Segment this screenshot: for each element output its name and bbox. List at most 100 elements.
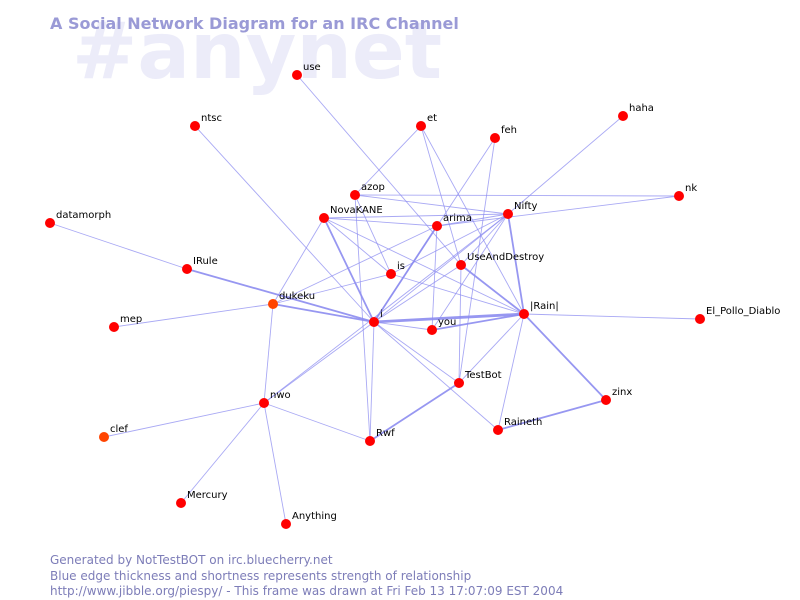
edge-datamorph-irule: [49, 222, 188, 270]
edge-testbot-rwf: [369, 382, 460, 442]
edge-zinx-raineth: [497, 399, 607, 431]
node-label-zinx: zinx: [612, 387, 632, 398]
node-label-mercury: Mercury: [187, 490, 228, 501]
edge-novakane-arima: [323, 217, 438, 227]
node-dot-use: [292, 70, 302, 80]
node-label-anything: Anything: [292, 511, 337, 522]
node-et: et: [416, 113, 437, 131]
node-dot-nwo: [259, 398, 269, 408]
node-i: i: [369, 309, 383, 327]
node-label-nifty: Nifty: [514, 201, 538, 212]
edge-you-rain: [431, 313, 525, 331]
node-dot-dukeku: [268, 299, 278, 309]
channel-watermark: #anynet: [72, 7, 442, 97]
node-dukeku: dukeku: [268, 291, 315, 309]
diagram-title: A Social Network Diagram for an IRC Chan…: [50, 14, 459, 33]
edge-arima-i: [373, 225, 438, 323]
node-dot-is: [386, 269, 396, 279]
edge-novakane-dukeku: [272, 217, 325, 305]
node-label-arima: arima: [443, 213, 472, 224]
edge-i-rwf: [369, 321, 375, 442]
node-dot-nk: [674, 191, 684, 201]
node-ntsc: ntsc: [190, 113, 222, 131]
node-dot-et: [416, 121, 426, 131]
node-dot-haha: [618, 111, 628, 121]
node-label-you: you: [438, 317, 456, 328]
node-is: is: [386, 261, 405, 279]
node-label-rain: |Rain|: [530, 301, 559, 312]
node-label-datamorph: datamorph: [56, 210, 111, 221]
node-datamorph: datamorph: [45, 210, 111, 228]
edge-novakane-nifty: [323, 213, 509, 219]
node-dot-nifty: [503, 209, 513, 219]
node-useanddestroy: UseAndDestroy: [456, 252, 544, 270]
node-nk: nk: [674, 183, 697, 201]
node-rwf: Rwf: [365, 428, 395, 446]
node-dot-ntsc: [190, 121, 200, 131]
edge-novakane-rain: [323, 217, 525, 315]
node-dot-irule: [182, 264, 192, 274]
node-dot-novakane: [319, 213, 329, 223]
node-dot-rwf: [365, 436, 375, 446]
edge-nwo-anything: [263, 402, 287, 525]
edge-novakane-is: [323, 217, 392, 275]
node-label-nk: nk: [685, 183, 697, 194]
node-dot-mep: [109, 322, 119, 332]
node-label-testbot: TestBot: [464, 370, 502, 381]
node-use: use: [292, 62, 321, 80]
node-dot-azop: [350, 190, 360, 200]
edge-azop-nifty: [354, 194, 509, 215]
node-raineth: Raineth: [493, 417, 542, 435]
node-dot-arima: [432, 221, 442, 231]
node-dot-clef: [99, 432, 109, 442]
node-label-i: i: [380, 309, 383, 320]
node-label-irule: IRule: [193, 256, 218, 267]
node-mep: mep: [109, 314, 142, 332]
node-nwo: nwo: [259, 390, 291, 408]
node-label-novakane: NovaKANE: [330, 205, 383, 216]
edge-mep-dukeku: [113, 303, 274, 328]
node-rain: |Rain|: [519, 301, 559, 319]
edge-i-you: [373, 321, 433, 331]
node-dot-testbot: [454, 378, 464, 388]
node-el_pollo: El_Pollo_Diablo: [695, 306, 780, 324]
edge-nwo-rwf: [263, 402, 371, 442]
node-novakane: NovaKANE: [319, 205, 383, 223]
edge-nifty-useanddestroy: [460, 213, 509, 266]
edge-nwo-mercury: [180, 402, 265, 504]
node-label-use: use: [303, 62, 321, 73]
edge-i-nwo: [263, 321, 375, 404]
node-clef: clef: [99, 424, 128, 442]
node-mercury: Mercury: [176, 490, 228, 508]
edge-rain-zinx: [523, 313, 607, 401]
edge-useanddestroy-rain: [460, 264, 525, 315]
node-irule: IRule: [182, 256, 218, 274]
node-azop: azop: [350, 182, 385, 200]
edge-arima-dukeku: [272, 225, 438, 305]
edge-nwo-clef: [103, 402, 265, 438]
edge-rain-el_pollo: [523, 313, 701, 320]
node-you: you: [427, 317, 456, 335]
edge-dukeku-i: [272, 303, 375, 323]
node-label-el_pollo: El_Pollo_Diablo: [706, 306, 780, 317]
edge-i-rain: [372, 312, 526, 324]
node-dot-anything: [281, 519, 291, 529]
node-dot-el_pollo: [695, 314, 705, 324]
node-label-is: is: [397, 261, 405, 272]
node-label-et: et: [427, 113, 437, 124]
edge-rain-raineth: [497, 313, 525, 431]
edge-useanddestroy-i: [373, 264, 462, 323]
node-dot-mercury: [176, 498, 186, 508]
node-dot-datamorph: [45, 218, 55, 228]
edge-nifty-i: [373, 213, 509, 323]
node-haha: haha: [618, 103, 654, 121]
node-label-azop: azop: [361, 182, 385, 193]
node-label-ntsc: ntsc: [201, 113, 222, 124]
edge-novakane-i: [323, 217, 375, 323]
node-dot-zinx: [601, 395, 611, 405]
edge-i-testbot: [373, 321, 460, 384]
node-dot-you: [427, 325, 437, 335]
edge-ntsc-i: [194, 125, 375, 323]
node-testbot: TestBot: [454, 370, 502, 388]
